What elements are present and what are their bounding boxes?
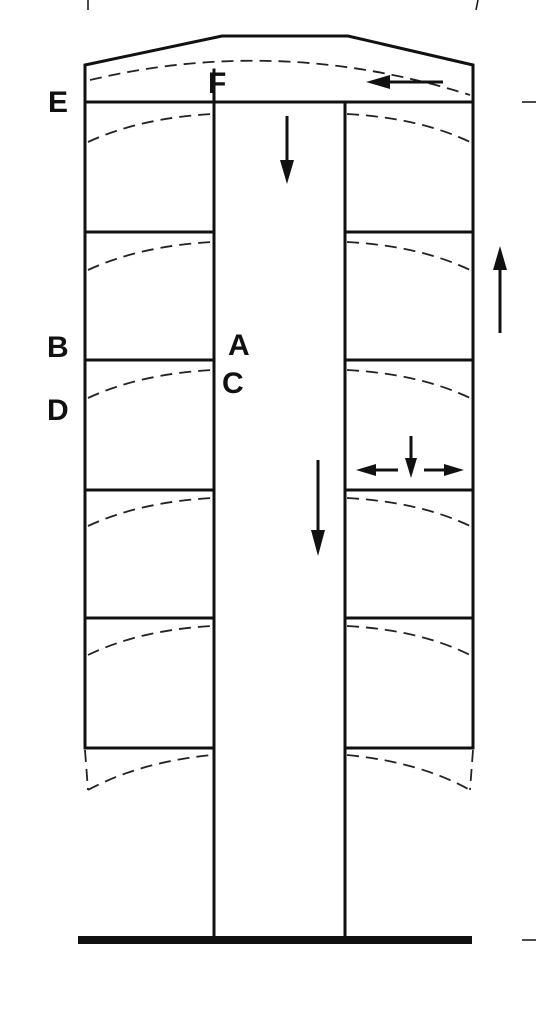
label-E: E: [48, 86, 68, 119]
label-F: F: [208, 67, 226, 100]
label-D: D: [47, 394, 69, 427]
label-A: A: [228, 329, 250, 362]
arrow-down-upper: [280, 116, 294, 184]
deflected-outer-walls: [84, 749, 474, 791]
deflected-slabs-right: [346, 113, 471, 791]
roof: [83, 34, 475, 104]
arrow-left-roof: [366, 75, 443, 89]
label-C: C: [222, 367, 244, 400]
edge-ticks: [87, 0, 536, 941]
deflected-slabs-left: [87, 113, 213, 791]
label-B: B: [47, 331, 69, 364]
arrow-down-lower: [311, 460, 325, 556]
arrow-spread-floor: [356, 436, 464, 478]
floor-slabs: [83, 230, 475, 750]
arrow-up-right: [493, 246, 507, 333]
